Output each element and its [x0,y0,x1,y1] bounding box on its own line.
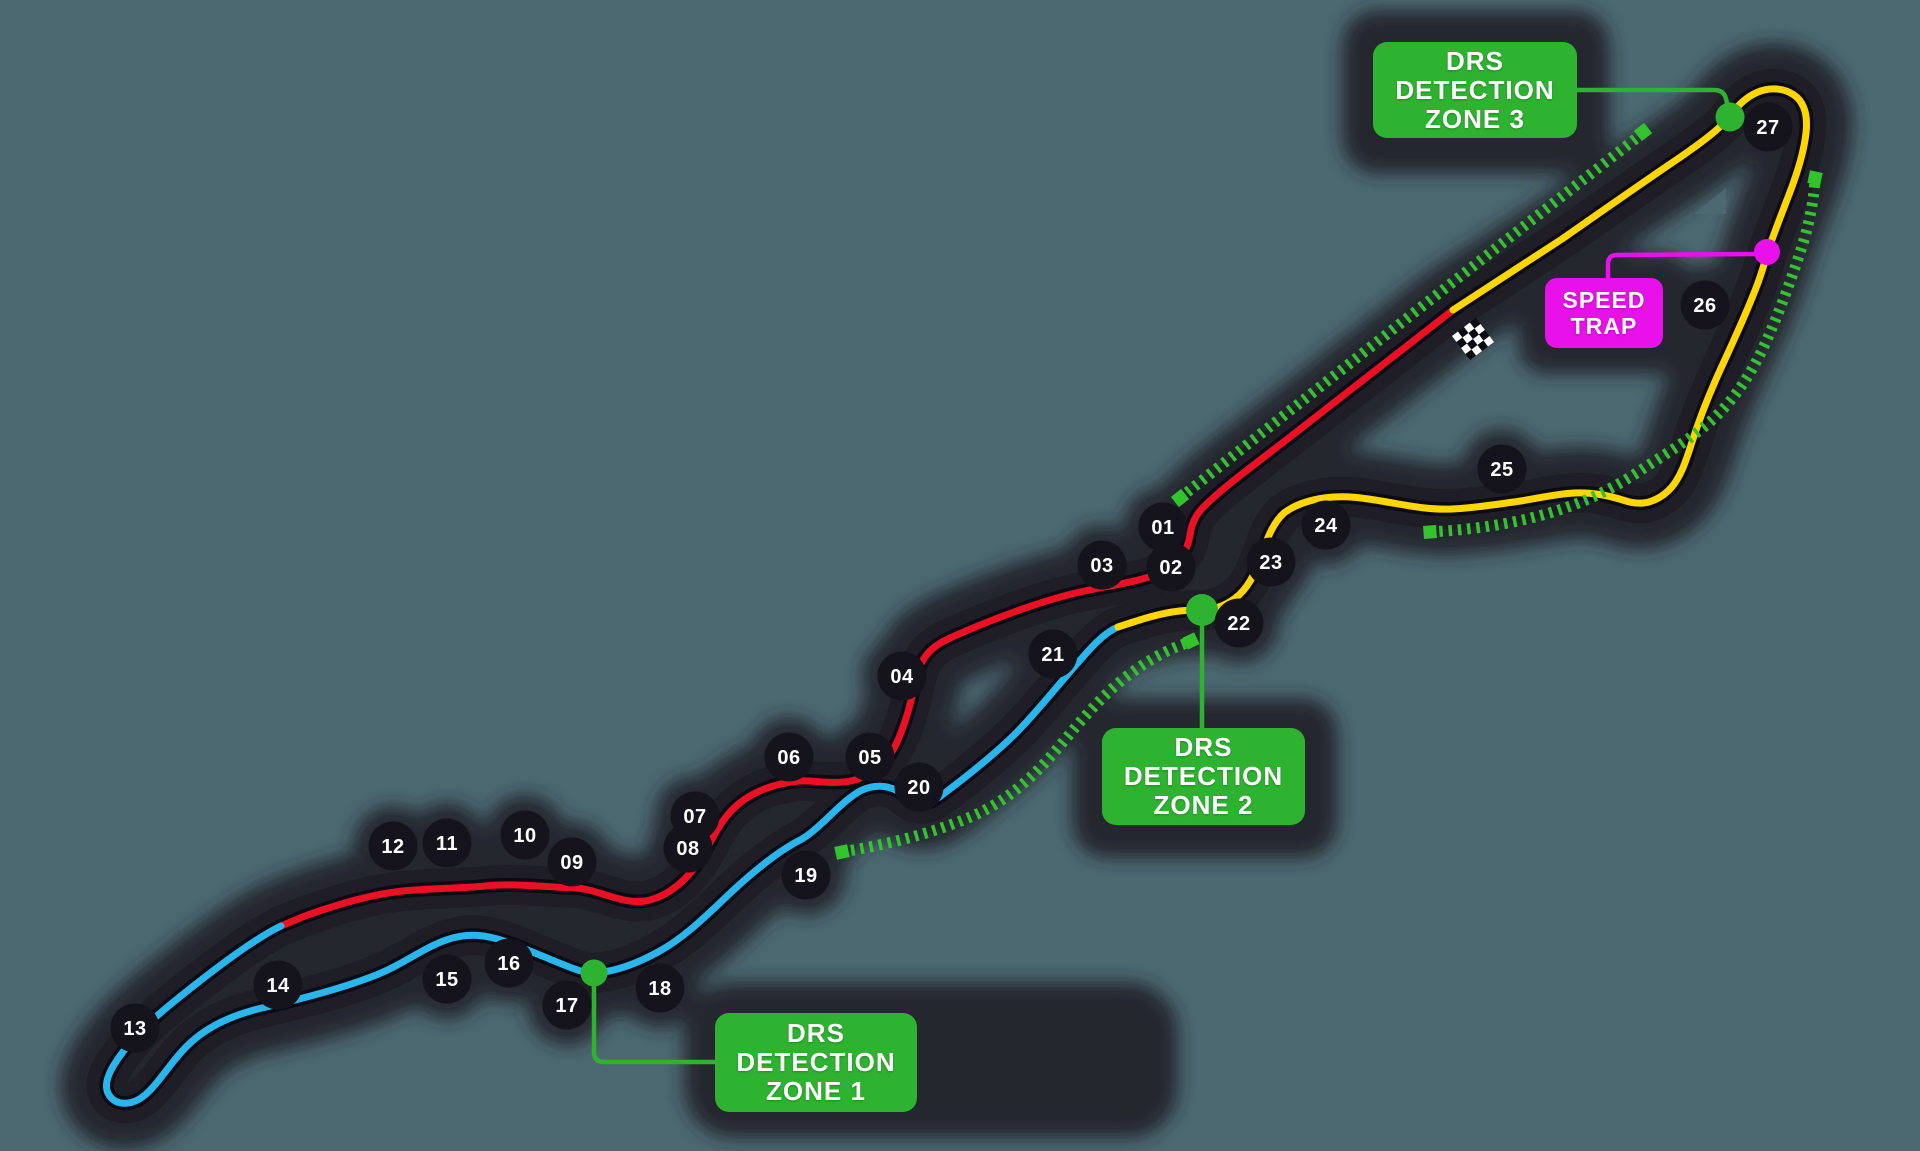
drs-detection-dot-1 [580,959,608,987]
corner-chip-13: 13 [110,1003,160,1053]
drs1-connector-line [591,976,715,1065]
corner-number: 04 [890,666,914,688]
corner-chip-19: 19 [781,850,831,900]
corner-chip-23: 23 [1246,537,1296,587]
corner-chip-12: 12 [368,821,418,871]
corner-chip-18: 18 [635,963,685,1013]
corner-number: 26 [1693,295,1716,317]
hairpin-inner-gap [1694,188,1726,214]
corner-chip-05: 05 [845,732,895,782]
corner-chip-10: 10 [500,810,550,860]
drs-detection-dot-2 [1186,594,1218,626]
corner-chip-16: 16 [484,938,534,988]
corner-chip-08: 08 [663,823,713,873]
corner-chip-22: 22 [1214,598,1264,648]
drs3-connector-line [1577,87,1733,115]
speed-trap-dot [1754,239,1780,265]
drs-detection-zone-2-label: DRS DETECTION ZONE 2 [1102,728,1305,825]
corner-number: 23 [1259,552,1282,574]
corner-number: 21 [1041,644,1064,666]
drs-dash-end-markers [834,122,1823,860]
corner-number: 06 [777,747,800,769]
corner-chip-11: 11 [422,818,472,868]
corner-chip-25: 25 [1477,444,1527,494]
corner-number: 15 [435,969,458,991]
speed-trap-connector-line [1605,251,1756,278]
corner-chip-15: 15 [422,954,472,1004]
corner-number: 25 [1490,459,1513,481]
drs-zone-2-dashes [1429,179,1821,538]
corner-chip-14: 14 [253,960,303,1010]
drs-detection-zone-3-label: DRS DETECTION ZONE 3 [1373,42,1577,138]
corner-number: 12 [381,836,404,858]
corner-number: 07 [683,806,706,828]
corner-chip-24: 24 [1301,500,1351,550]
corner-chip-01: 01 [1138,502,1188,552]
corner-number: 03 [1090,555,1113,577]
corner-chip-17: 17 [542,980,592,1030]
corner-number: 17 [555,995,578,1017]
corner-number: 22 [1227,613,1250,635]
corner-chip-04: 04 [877,651,927,701]
corner-number: 10 [513,825,536,847]
corner-number: 16 [497,953,520,975]
corner-chip-27: 27 [1743,102,1793,152]
start-finish-flag-icon [1451,317,1495,361]
corner-number: 20 [907,777,930,799]
corner-number: 19 [794,865,817,887]
corner-number: 01 [1151,517,1174,539]
drs-detection-zone-1-label: DRS DETECTION ZONE 1 [715,1013,917,1112]
corner-chip-03: 03 [1077,540,1127,590]
corner-number: 24 [1314,515,1338,537]
corner-number: 18 [648,978,671,1000]
corner-chip-26: 26 [1680,280,1730,330]
drs-detection-dot-3 [1715,102,1745,132]
corner-number: 05 [858,747,881,769]
corner-chip-20: 20 [894,762,944,812]
corner-number: 27 [1756,117,1779,139]
corner-number: 09 [560,852,583,874]
corner-number: 11 [436,833,458,855]
corner-chip-02: 02 [1146,542,1196,592]
corner-number: 02 [1159,557,1182,579]
corner-number: 08 [676,838,699,860]
corner-number: 13 [123,1018,146,1040]
corner-chip-06: 06 [764,732,814,782]
speed-trap-label: SPEED TRAP [1545,278,1663,348]
drs-zone-1-dashes [841,636,1192,858]
corner-chip-21: 21 [1028,629,1078,679]
corner-chip-09: 09 [547,837,597,887]
corner-number: 14 [266,975,290,997]
